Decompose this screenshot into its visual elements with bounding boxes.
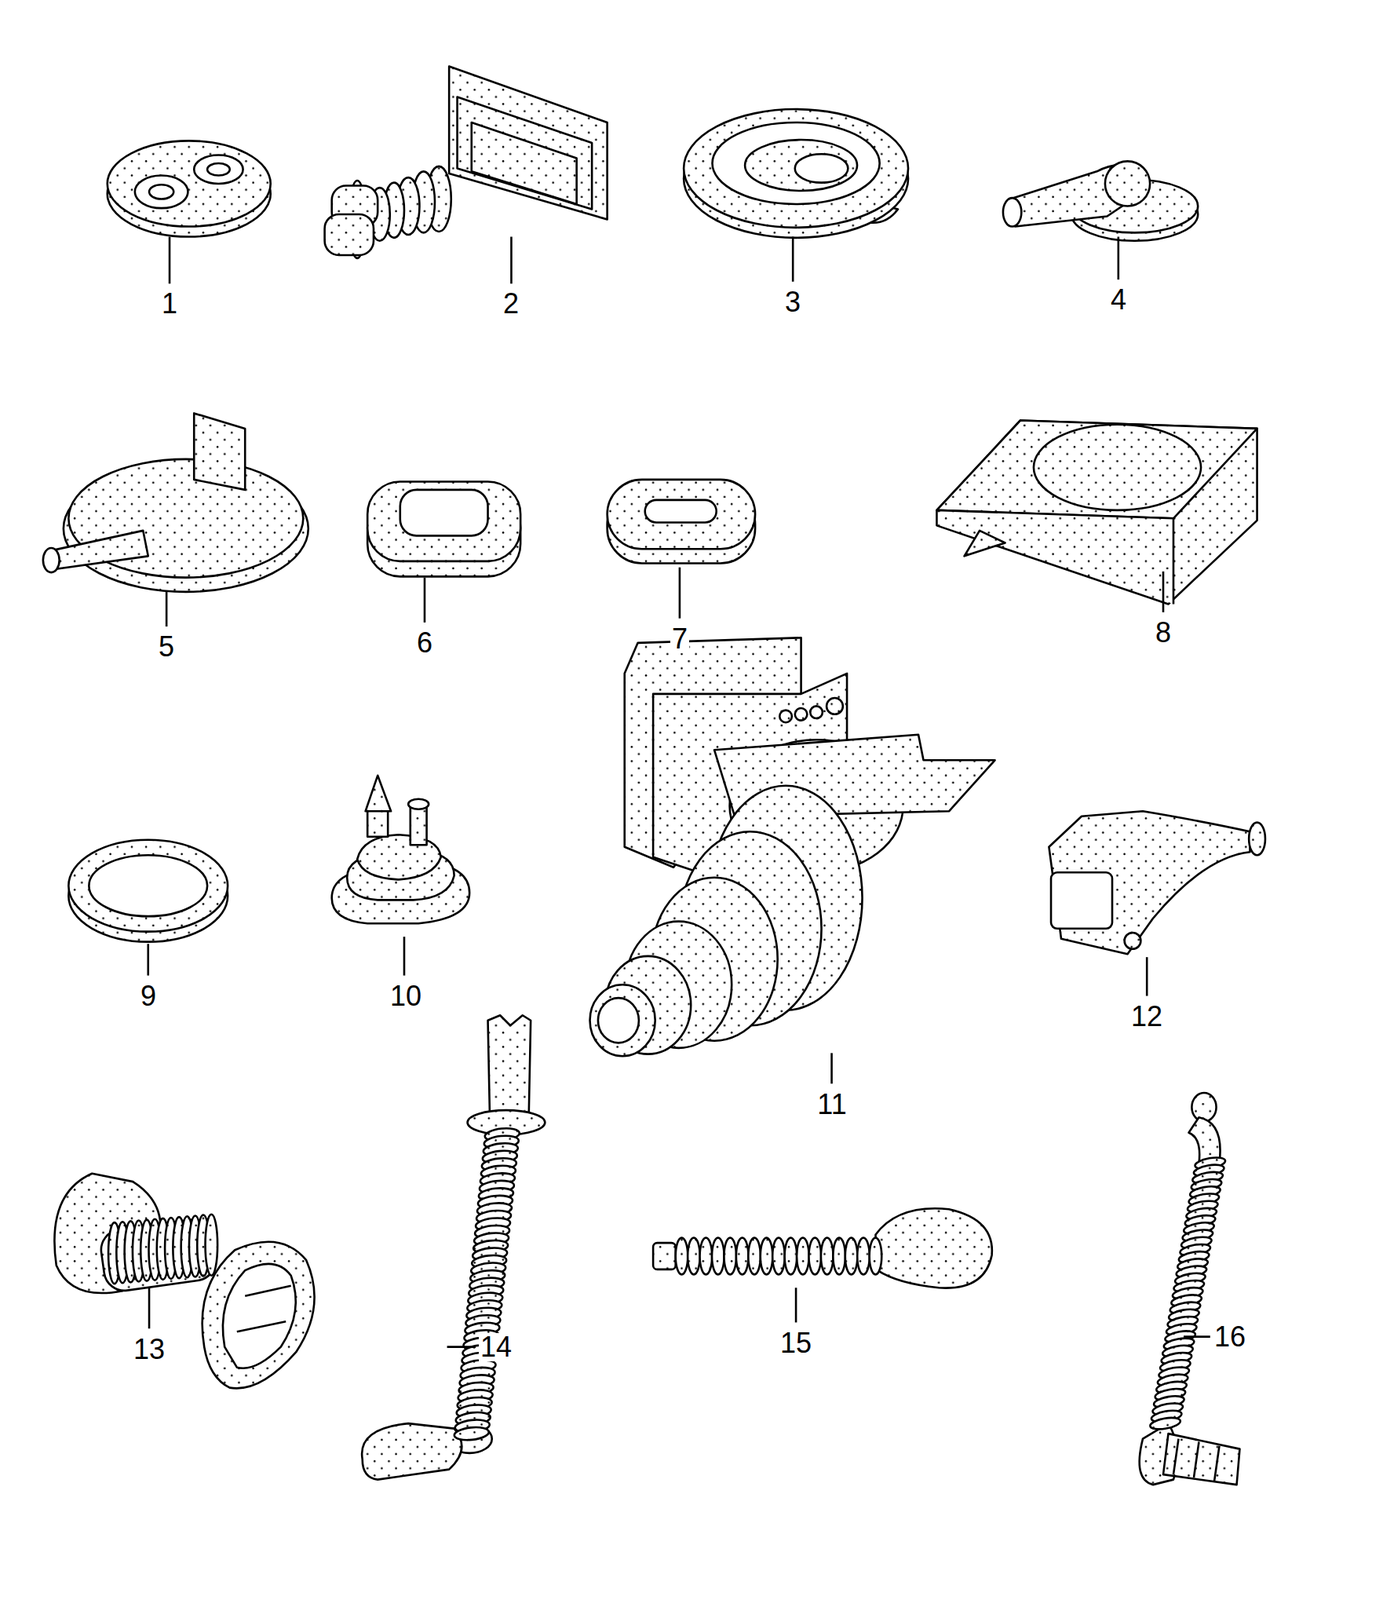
callout-number: 5 [156, 632, 176, 661]
corrugation [711, 1237, 725, 1275]
corrugations [108, 1126, 1227, 1442]
callout-number: 2 [501, 289, 521, 318]
corrugation [205, 1214, 219, 1276]
corrugation [808, 1237, 822, 1275]
callout-number: 10 [388, 981, 424, 1011]
callout-number: 15 [778, 1328, 814, 1358]
corrugation [675, 1237, 689, 1275]
corrugation [687, 1237, 701, 1275]
callout-number: 11 [815, 1090, 848, 1119]
bellows-11 [590, 637, 996, 1056]
callout-number: 7 [670, 624, 690, 654]
corrugation [453, 1425, 490, 1442]
callout-number: 14 [478, 1332, 514, 1362]
corrugation [772, 1237, 785, 1275]
callout-number: 1 [160, 289, 179, 318]
callout-number: 6 [415, 628, 435, 657]
tube-14 [361, 1014, 545, 1479]
tube-16 [1139, 1092, 1241, 1485]
corrugation [736, 1237, 749, 1275]
callout-number: 4 [1109, 285, 1128, 314]
boot-12 [1048, 810, 1266, 954]
corrugation [821, 1237, 834, 1275]
callout-number: 3 [783, 288, 803, 317]
grommet-5 [43, 412, 309, 592]
cover-8 [936, 419, 1257, 604]
grommet-10 [332, 775, 470, 924]
corrugation [796, 1237, 810, 1275]
callout-number: 16 [1212, 1322, 1248, 1351]
callout-number: 12 [1129, 1002, 1165, 1031]
grommet-7 [607, 479, 756, 564]
grommet-6 [367, 481, 521, 577]
corrugation [700, 1237, 713, 1275]
grommet-13 [54, 1173, 314, 1389]
corrugation [832, 1237, 846, 1275]
callout-number: 13 [131, 1335, 167, 1364]
callout-number: 9 [138, 981, 158, 1011]
corrugation [723, 1237, 737, 1275]
corrugation [760, 1237, 774, 1275]
corrugation [1149, 1415, 1182, 1431]
grommet-3 [683, 109, 909, 238]
corrugation [748, 1237, 761, 1275]
corrugation [845, 1237, 858, 1275]
callout-number: 8 [1153, 618, 1173, 647]
grommet-9 [68, 839, 228, 942]
corrugation [857, 1237, 870, 1275]
grommet-2 [324, 65, 608, 258]
grommet-4 [1003, 160, 1198, 241]
corrugation [869, 1237, 883, 1275]
leader-lines [148, 237, 1211, 1347]
tube-15 [653, 1207, 993, 1288]
grommet-1 [107, 140, 271, 237]
corrugation [784, 1237, 798, 1275]
